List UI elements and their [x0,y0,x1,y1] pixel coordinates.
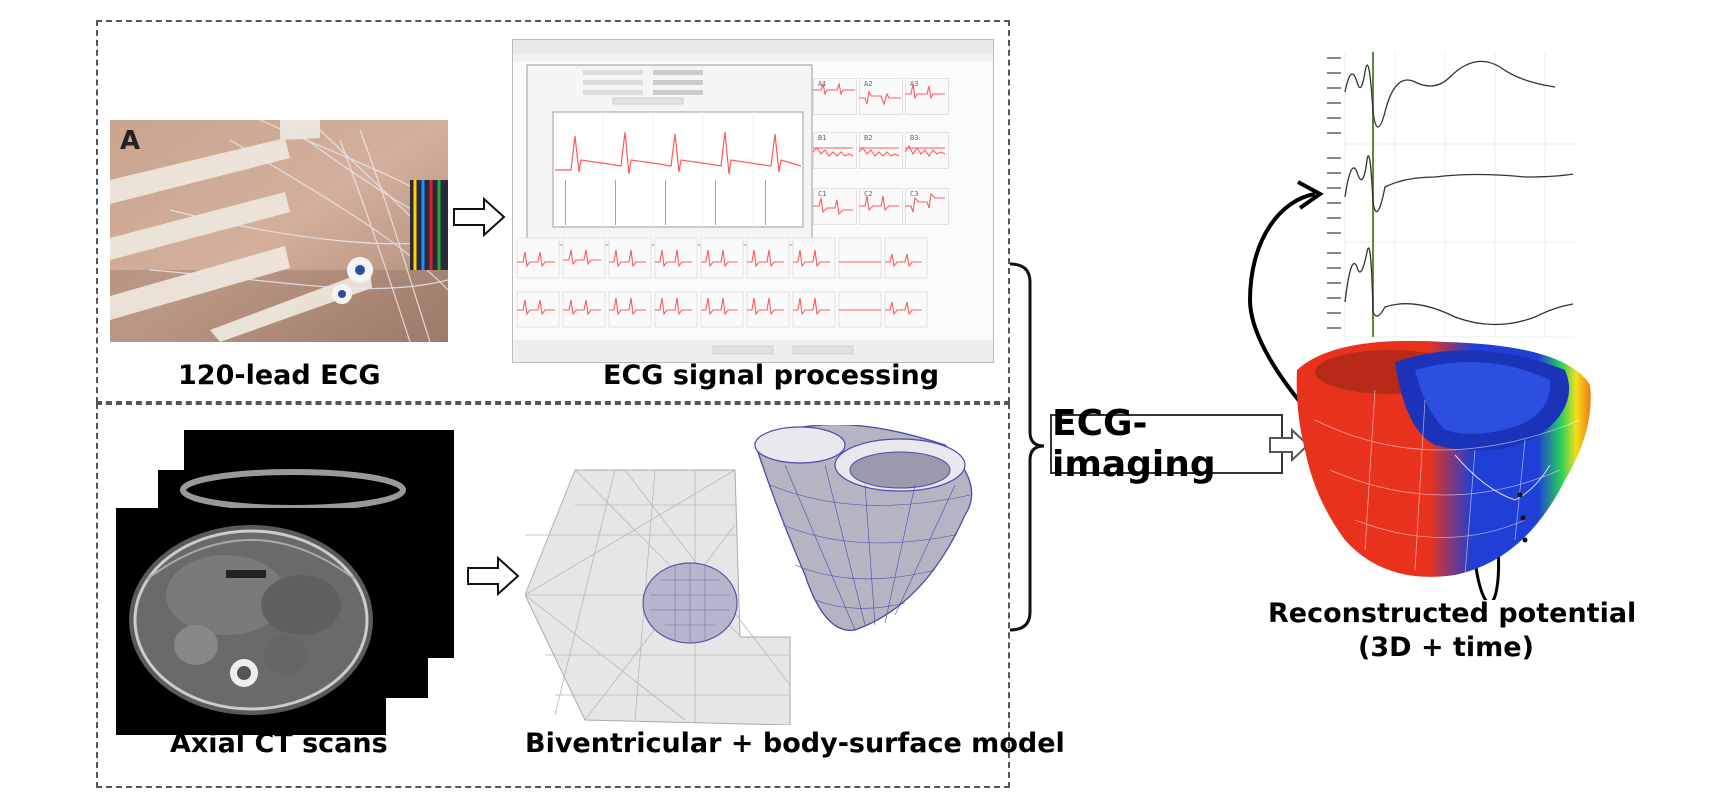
biventricular-body-surface-model [524,423,1010,726]
arrow-icon [453,197,506,237]
photo-panel-tag: A [120,126,141,156]
bottom-dashed-section [96,403,1010,788]
reconstructed-potential-label: Reconstructed potential [1268,598,1637,629]
ecg-processing-screenshot: A1 A2 A3 B1 B2 B3 C1 C2 C3 [513,40,993,362]
ecg-grid-traces [513,81,993,362]
ecg-120-lead-label: 120-lead ECG [178,360,381,391]
arrow-icon [467,556,520,596]
top-dashed-section [96,20,1010,403]
reconstructed-potential-plots [1325,52,1580,342]
ecg-imaging-box: ECG-imaging [1050,403,1283,485]
ct-scan-stack [116,430,456,735]
model-label: Biventricular + body-surface model [525,728,1065,759]
arrow-icon [1269,428,1310,462]
bracket-icon [1009,262,1045,632]
reconstructed-potential-sub-label: (3D + time) [1358,632,1534,663]
ecg-signal-processing-label: ECG signal processing [603,360,940,391]
axial-ct-scans-label: Axial CT scans [170,728,388,759]
heart-potential-map [1295,340,1595,585]
ecg-electrode-photo: A [110,120,448,342]
